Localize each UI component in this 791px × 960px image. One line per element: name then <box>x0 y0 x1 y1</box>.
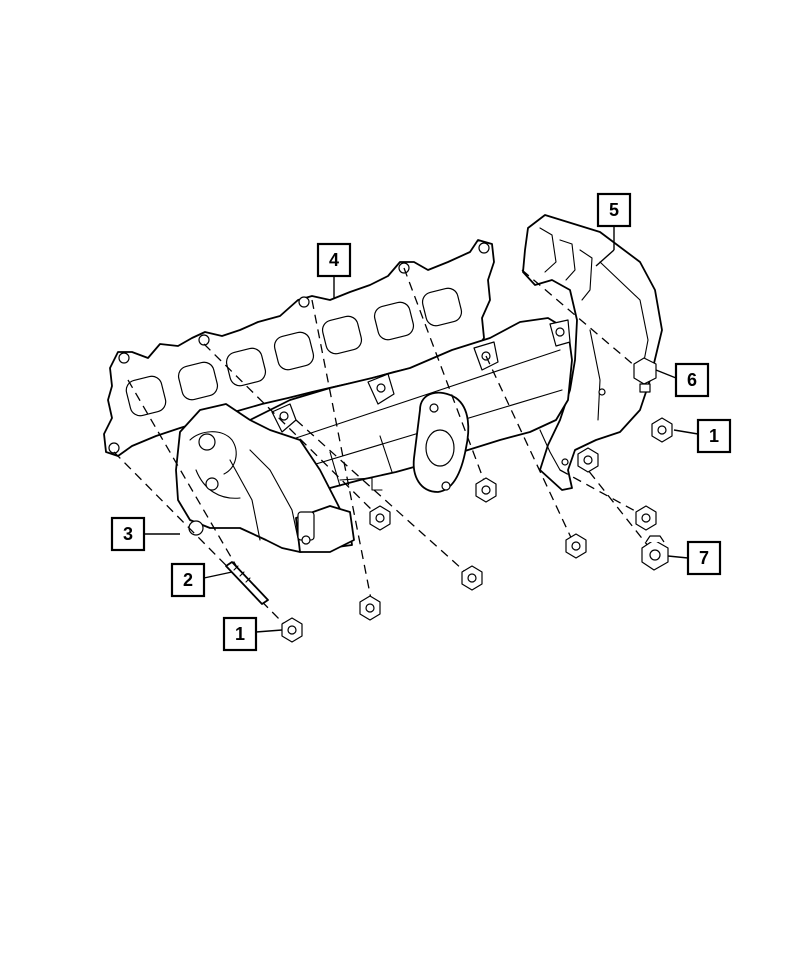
nut-lower-left <box>281 617 303 643</box>
bolt-flanged <box>641 535 669 571</box>
nut-right-lower <box>635 505 657 531</box>
callout-6-label: 6 <box>687 370 697 390</box>
fasteners <box>225 357 673 643</box>
callout-7-label: 7 <box>699 548 709 568</box>
nut-right-mid <box>565 533 587 559</box>
nut-center <box>461 565 483 591</box>
stud <box>225 561 269 605</box>
heat-shield <box>522 214 663 491</box>
callout-2: 2 <box>170 562 206 598</box>
nut-upper-mid <box>475 477 497 503</box>
nut-right-upper <box>651 417 673 443</box>
leader-lines <box>144 226 699 633</box>
bolt-heat-shield <box>633 357 657 393</box>
callout-4: 4 <box>316 242 352 278</box>
callout-4-label: 4 <box>329 250 339 270</box>
assembly-lines <box>113 267 657 629</box>
nut-lower-mid <box>359 595 381 621</box>
callout-1-right: 1 <box>696 418 732 454</box>
callout-1-left: 1 <box>222 616 258 652</box>
nut-shield <box>577 447 599 473</box>
callout-1-left-label: 1 <box>235 624 245 644</box>
callout-6: 6 <box>674 362 710 398</box>
callout-5-label: 5 <box>609 200 619 220</box>
callout-1-right-label: 1 <box>709 426 719 446</box>
callout-3-label: 3 <box>123 524 133 544</box>
callout-3: 3 <box>110 516 146 552</box>
callout-5: 5 <box>596 192 632 228</box>
callout-2-label: 2 <box>183 570 193 590</box>
callout-7: 7 <box>686 540 722 576</box>
manifold-gasket <box>103 239 495 457</box>
nut-upper-left <box>369 505 391 531</box>
